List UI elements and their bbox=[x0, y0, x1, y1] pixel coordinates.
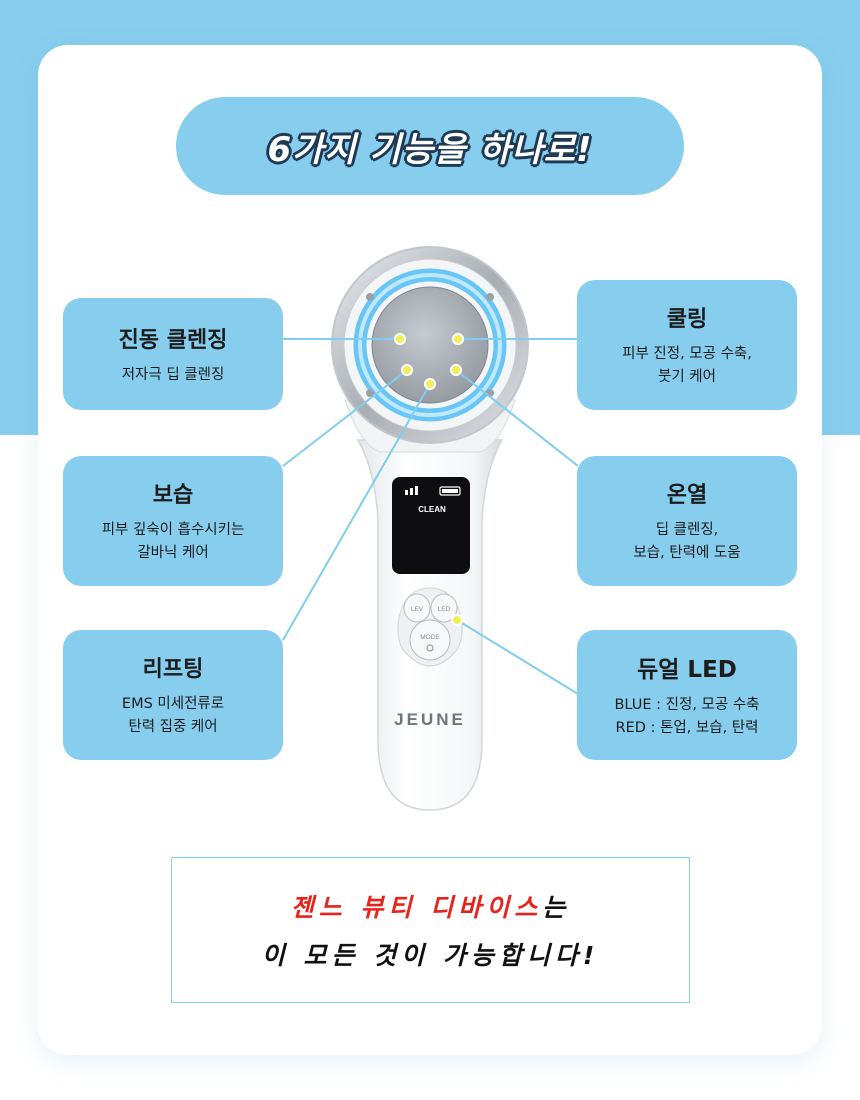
feature-desc: 딥 클렌징, bbox=[655, 522, 719, 538]
feature-desc: 피부 진정, 모공 수축, bbox=[622, 346, 752, 362]
connector-line bbox=[455, 369, 579, 467]
message-box: 젠느 뷰티 디바이스는 이 모든 것이 가능합니다! bbox=[171, 857, 690, 1003]
message-line-1: 젠느 뷰티 디바이스는 bbox=[291, 888, 570, 924]
signal-icon bbox=[405, 490, 408, 495]
point-marker bbox=[450, 364, 462, 376]
connector-line bbox=[282, 383, 431, 641]
point-marker bbox=[394, 333, 406, 345]
point-marker bbox=[452, 333, 464, 345]
point-marker bbox=[451, 614, 463, 626]
feature-title: 쿨링 bbox=[666, 307, 708, 332]
message-suffix: 는 bbox=[542, 893, 571, 922]
led-button-label: LED bbox=[438, 606, 451, 613]
lev-button bbox=[403, 593, 431, 623]
feature-card-cooling: 쿨링 피부 진정, 모공 수축, 붓기 케어 bbox=[577, 280, 797, 410]
led-ring-glow bbox=[358, 273, 502, 417]
screw-icon bbox=[366, 293, 374, 301]
connector-line bbox=[456, 619, 579, 695]
feature-desc: BLUE : 진정, 모공 수축 bbox=[614, 697, 760, 713]
feature-card-dual-led: 듀얼 LED BLUE : 진정, 모공 수축 RED : 톤업, 보습, 탄력 bbox=[577, 630, 797, 760]
connector-line bbox=[282, 369, 408, 467]
feature-card-moisturizing: 보습 피부 깊숙이 흡수시키는 갈바닉 케어 bbox=[63, 456, 283, 586]
feature-title: 리프팅 bbox=[142, 657, 204, 682]
feature-desc: EMS 미세전류로 bbox=[121, 696, 225, 712]
feature-desc: RED : 톤업, 보습, 탄력 bbox=[615, 720, 759, 736]
signal-icon bbox=[415, 486, 418, 495]
feature-desc: 보습, 탄력에 도움 bbox=[633, 545, 741, 561]
lev-button-label: LEV bbox=[411, 606, 424, 613]
feature-desc: 탄력 집중 케어 bbox=[128, 719, 218, 735]
battery-icon bbox=[439, 486, 461, 496]
brand-logo: JEUNE bbox=[394, 710, 466, 729]
signal-icon bbox=[410, 488, 413, 495]
points bbox=[394, 333, 464, 626]
feature-desc: 저자극 딥 클렌징 bbox=[121, 366, 225, 383]
title-banner: 6가지 기능을 하나로! bbox=[176, 97, 684, 195]
mode-button bbox=[409, 619, 451, 661]
feature-desc: 갈바닉 케어 bbox=[137, 545, 209, 561]
feature-title: 보습 bbox=[152, 483, 194, 508]
message-highlight: 젠느 뷰티 디바이스 bbox=[290, 893, 543, 922]
led-button bbox=[430, 593, 458, 623]
feature-title: 듀얼 LED bbox=[637, 657, 737, 683]
connector-lines bbox=[282, 338, 579, 695]
message-line-2: 이 모든 것이 가능합니다! bbox=[261, 941, 600, 970]
point-marker bbox=[401, 364, 413, 376]
point-marker bbox=[424, 378, 436, 390]
feature-card-lifting: 리프팅 EMS 미세전류로 탄력 집중 케어 bbox=[63, 630, 283, 760]
screw-icon bbox=[486, 293, 494, 301]
power-icon bbox=[426, 644, 434, 652]
feature-title: 온열 bbox=[666, 483, 708, 508]
feature-card-vibration-cleansing: 진동 클렌징 저자극 딥 클렌징 bbox=[63, 298, 283, 410]
feature-card-warming: 온열 딥 클렌징, 보습, 탄력에 도움 bbox=[577, 456, 797, 586]
feature-desc: 피부 깊숙이 흡수시키는 bbox=[101, 522, 245, 538]
screen-label: CLEAN bbox=[418, 505, 446, 514]
feature-title: 진동 클렌징 bbox=[118, 327, 228, 353]
mode-button-label: MODE bbox=[420, 634, 440, 641]
feature-desc: 붓기 케어 bbox=[658, 369, 716, 385]
device-screen bbox=[392, 477, 470, 574]
screw-icon bbox=[366, 389, 374, 397]
page-title: 6가지 기능을 하나로! bbox=[267, 129, 593, 170]
